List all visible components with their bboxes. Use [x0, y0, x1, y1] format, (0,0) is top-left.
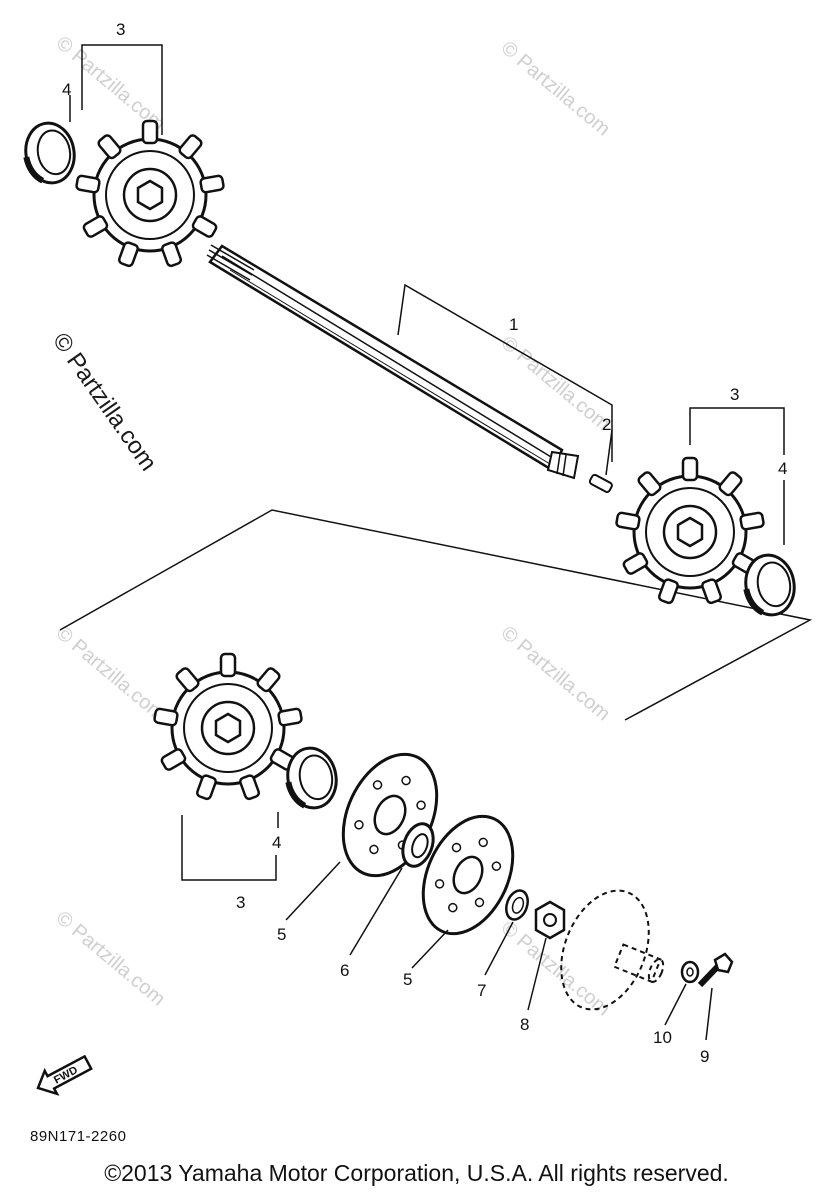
watermark-text: © Partzilla.com	[52, 622, 169, 725]
bearing-top-left	[21, 119, 79, 186]
assembly-outline	[59, 509, 813, 721]
hub-flange-dashed	[560, 889, 665, 1011]
callout-5-first: 5	[277, 925, 286, 944]
sprocket-right	[614, 456, 766, 606]
callout-2: 2	[602, 415, 611, 434]
washer-part-10	[680, 960, 700, 984]
drive-shaft	[206, 244, 580, 480]
callout-1: 1	[509, 315, 518, 334]
watermark-text: © Partzilla.com	[497, 332, 614, 435]
callout-9: 9	[700, 1047, 709, 1066]
plate-part-5-second	[421, 814, 515, 936]
watermark-text: © Partzilla.com	[497, 622, 614, 725]
sprocket-top-left	[74, 119, 226, 269]
nut-part-8	[534, 900, 566, 940]
fwd-arrow-icon: FWD	[36, 1054, 93, 1096]
copyright-notice: ©2013 Yamaha Motor Corporation, U.S.A. A…	[104, 1160, 729, 1186]
callout-4-top: 4	[62, 80, 71, 99]
bearing-part-6	[401, 822, 435, 868]
callout-lines	[69, 44, 785, 1041]
callout-6: 6	[340, 961, 349, 980]
bolt-part-9	[697, 952, 734, 988]
watermark-text: © Partzilla.com	[497, 37, 614, 140]
sprocket-lower	[152, 652, 304, 802]
callout-numbers: 3 4 1 2 3 4 4 3 5 6 5 7 8 10 9	[62, 20, 787, 1066]
callout-10: 10	[653, 1028, 672, 1047]
watermark-text: © Partzilla.com	[47, 328, 162, 476]
callout-3-right: 3	[730, 385, 739, 404]
callout-4-lower: 4	[272, 833, 281, 852]
callout-4-right: 4	[778, 459, 787, 478]
callout-3-lower: 3	[236, 893, 245, 912]
diagram-part-code: 89N171-2260	[30, 1128, 127, 1145]
callout-3-top: 3	[116, 20, 125, 39]
pin-part-2	[588, 473, 613, 493]
watermark-text: © Partzilla.com	[52, 907, 169, 1010]
bearing-lower	[283, 744, 341, 811]
callout-8: 8	[520, 1015, 529, 1034]
callout-5-second: 5	[403, 970, 412, 989]
callout-7: 7	[477, 981, 486, 1000]
washer-part-7	[505, 889, 529, 921]
